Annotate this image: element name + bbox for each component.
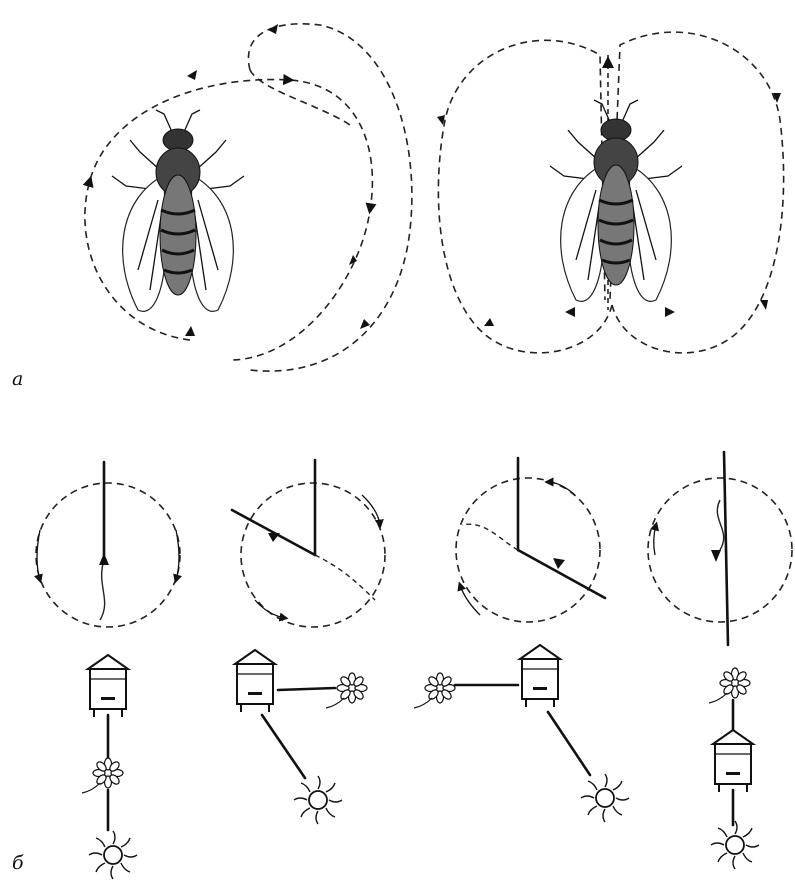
round-dance-diagram (85, 24, 412, 371)
arrow-icon (185, 326, 195, 336)
arrow-icon (602, 56, 614, 68)
sun-icon (581, 774, 629, 822)
beehive-icon (88, 655, 128, 717)
waggle-dance-diagram (437, 32, 784, 353)
panel-a-label: а (12, 368, 23, 390)
flower-icon (82, 758, 123, 793)
arrow-icon (187, 70, 197, 80)
sun-icon (294, 776, 342, 824)
flower-icon (414, 673, 455, 708)
direction-diagram-3 (456, 458, 605, 622)
direction-diagram-1 (36, 462, 180, 627)
map-3 (414, 645, 629, 822)
arrow-icon (268, 533, 280, 542)
arrow-icon (484, 318, 494, 326)
arrow-icon (99, 553, 109, 565)
flower-icon (709, 668, 750, 703)
beehive-icon (713, 730, 753, 792)
arrow-icon (711, 550, 721, 562)
arrow-icon (760, 300, 768, 310)
arrow-icon (553, 558, 565, 569)
bee-icon (550, 100, 682, 301)
direction-diagram-2 (232, 460, 385, 627)
bee-icon (112, 110, 244, 311)
arrow-icon (360, 319, 370, 329)
flower-icon (326, 673, 367, 708)
sun-icon (711, 821, 759, 869)
beehive-icon (520, 645, 560, 707)
beehive-icon (235, 650, 275, 712)
map-2 (235, 650, 367, 824)
map-1 (82, 655, 137, 879)
map-4 (709, 668, 759, 869)
sun-icon (89, 831, 137, 879)
panel-b-label: б (12, 852, 24, 874)
direction-diagram-4 (648, 452, 792, 645)
arrow-icon (565, 307, 575, 317)
arrow-icon (665, 307, 675, 317)
